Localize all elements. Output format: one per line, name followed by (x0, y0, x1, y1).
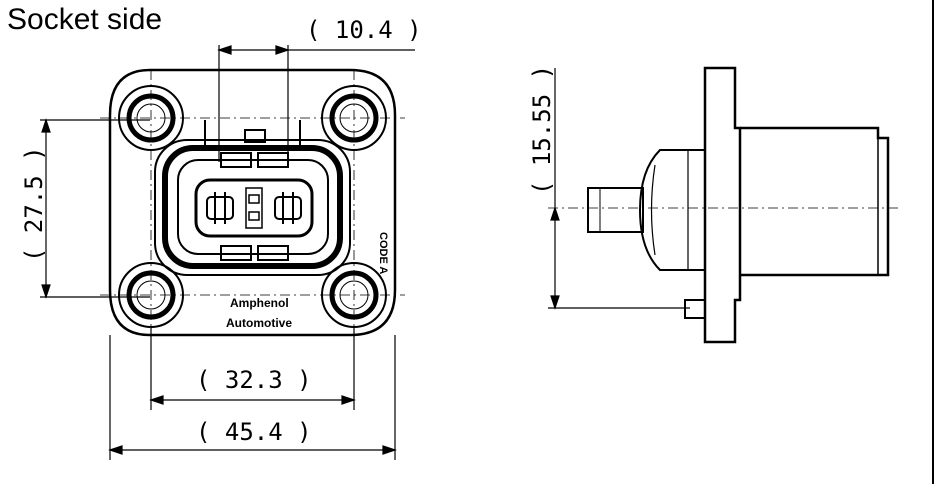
side-flange (703, 66, 742, 344)
dimension-overall-width: ( 45.4 ) (196, 418, 312, 446)
code-label: CODE A (377, 232, 389, 274)
dimension-inner-width: ( 32.3 ) (196, 366, 312, 394)
side-dimension (550, 68, 560, 310)
housing-inner (177, 159, 329, 255)
terminal-right (274, 192, 302, 224)
housing-outer (154, 139, 351, 276)
socket-side-caption: Socket side (7, 3, 163, 36)
dimension-left-height: ( 27.5 ) (20, 146, 48, 262)
terminal-cavity (194, 178, 314, 238)
dimension-top-width: ( 10.4 ) (306, 16, 422, 44)
front-dimensions (40, 45, 415, 460)
brand-label-line1: Amphenol (230, 296, 289, 310)
side-view (548, 66, 900, 344)
side-collar (638, 149, 705, 271)
frame-border-right (932, 0, 934, 484)
front-view: Amphenol Automotive CODE A (100, 68, 405, 340)
side-lower-tab (684, 299, 706, 319)
centerlines (100, 70, 405, 340)
brand-label-line2: Automotive (226, 316, 292, 330)
side-body (740, 126, 890, 277)
flange-outline (108, 68, 397, 337)
terminal-center (245, 187, 263, 229)
terminal-left (206, 192, 234, 224)
dimension-side-height: ( 15.55 ) (528, 65, 556, 195)
housing-seal (162, 145, 343, 269)
side-pin (587, 187, 644, 233)
